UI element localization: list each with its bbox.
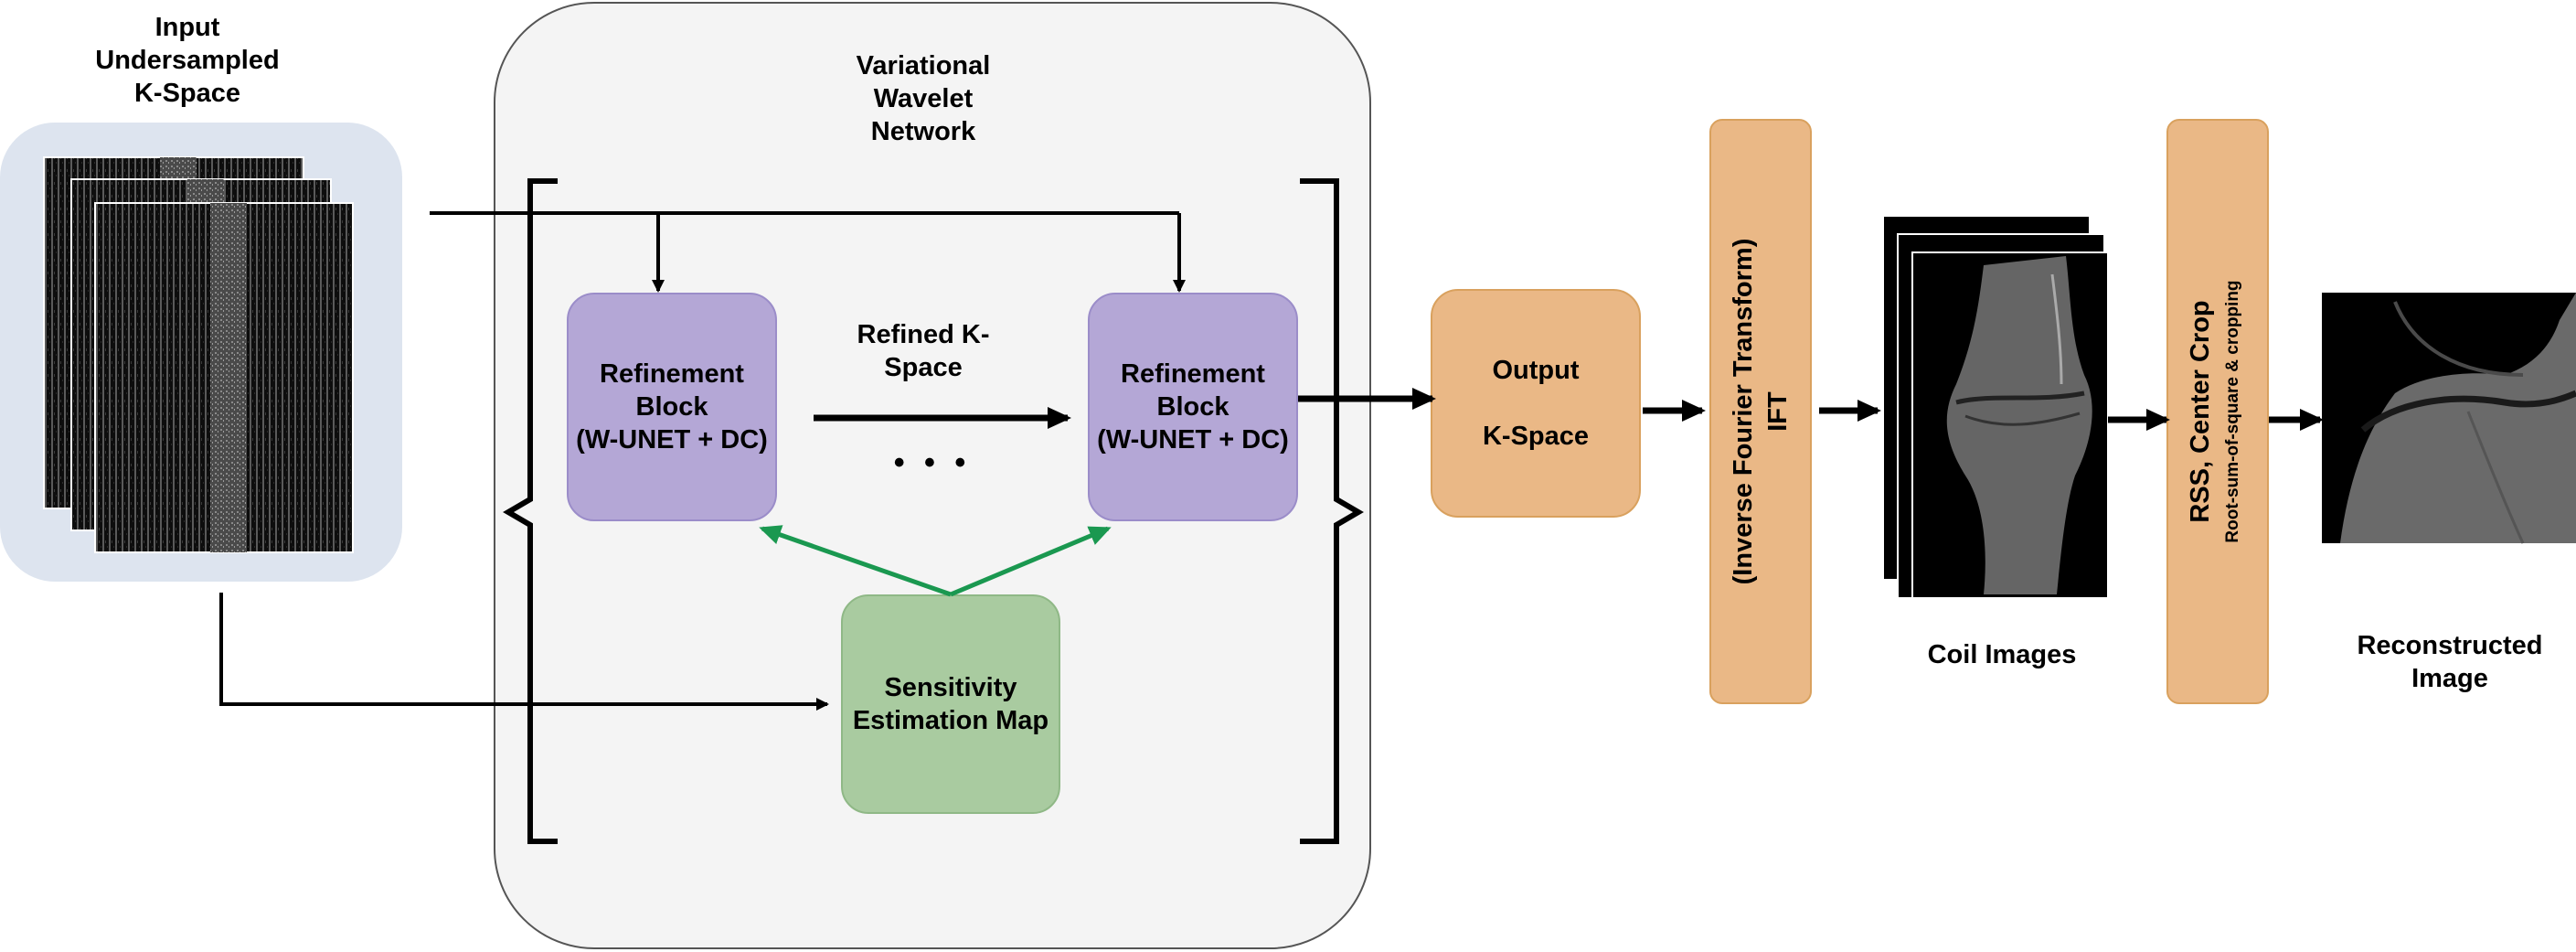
ift-bar bbox=[1709, 119, 1812, 704]
coil-images-stack bbox=[1882, 215, 2109, 599]
rss-bar bbox=[2166, 119, 2269, 704]
input-title: Input Undersampled K-Space bbox=[95, 13, 280, 108]
network-title: Variational Wavelet Network bbox=[856, 51, 991, 146]
ellipsis: • • • bbox=[893, 445, 972, 480]
reconstructed-image bbox=[2322, 293, 2576, 544]
sensitivity-estimation-box: Sensitivity Estimation Map bbox=[841, 594, 1060, 814]
sensitivity-label: Sensitivity Estimation Map bbox=[852, 673, 1049, 735]
right-bracket bbox=[1300, 178, 1364, 844]
input-to-sensitivity-line bbox=[219, 593, 829, 711]
refinement-block-right-label: Refinement Block (W-UNET + DC) bbox=[1097, 359, 1289, 455]
refinement-block-left-label: Refinement Block (W-UNET + DC) bbox=[576, 359, 768, 455]
refined-kspace-label: Refined K- Space bbox=[857, 320, 990, 382]
output-kspace-box: Output K-Space bbox=[1431, 289, 1641, 518]
green-arrow-right bbox=[950, 526, 1112, 597]
left-bracket bbox=[503, 178, 558, 844]
output-kspace-label: Output K-Space bbox=[1482, 356, 1590, 451]
coil-images-label: Coil Images bbox=[1927, 640, 2077, 669]
kspace-image-3 bbox=[94, 202, 354, 553]
green-arrow-left bbox=[759, 525, 952, 597]
refinement-block-left: Refinement Block (W-UNET + DC) bbox=[567, 293, 777, 521]
refinement-block-right: Refinement Block (W-UNET + DC) bbox=[1088, 293, 1298, 521]
reconstructed-image-label: Reconstructed Image bbox=[2357, 631, 2543, 693]
